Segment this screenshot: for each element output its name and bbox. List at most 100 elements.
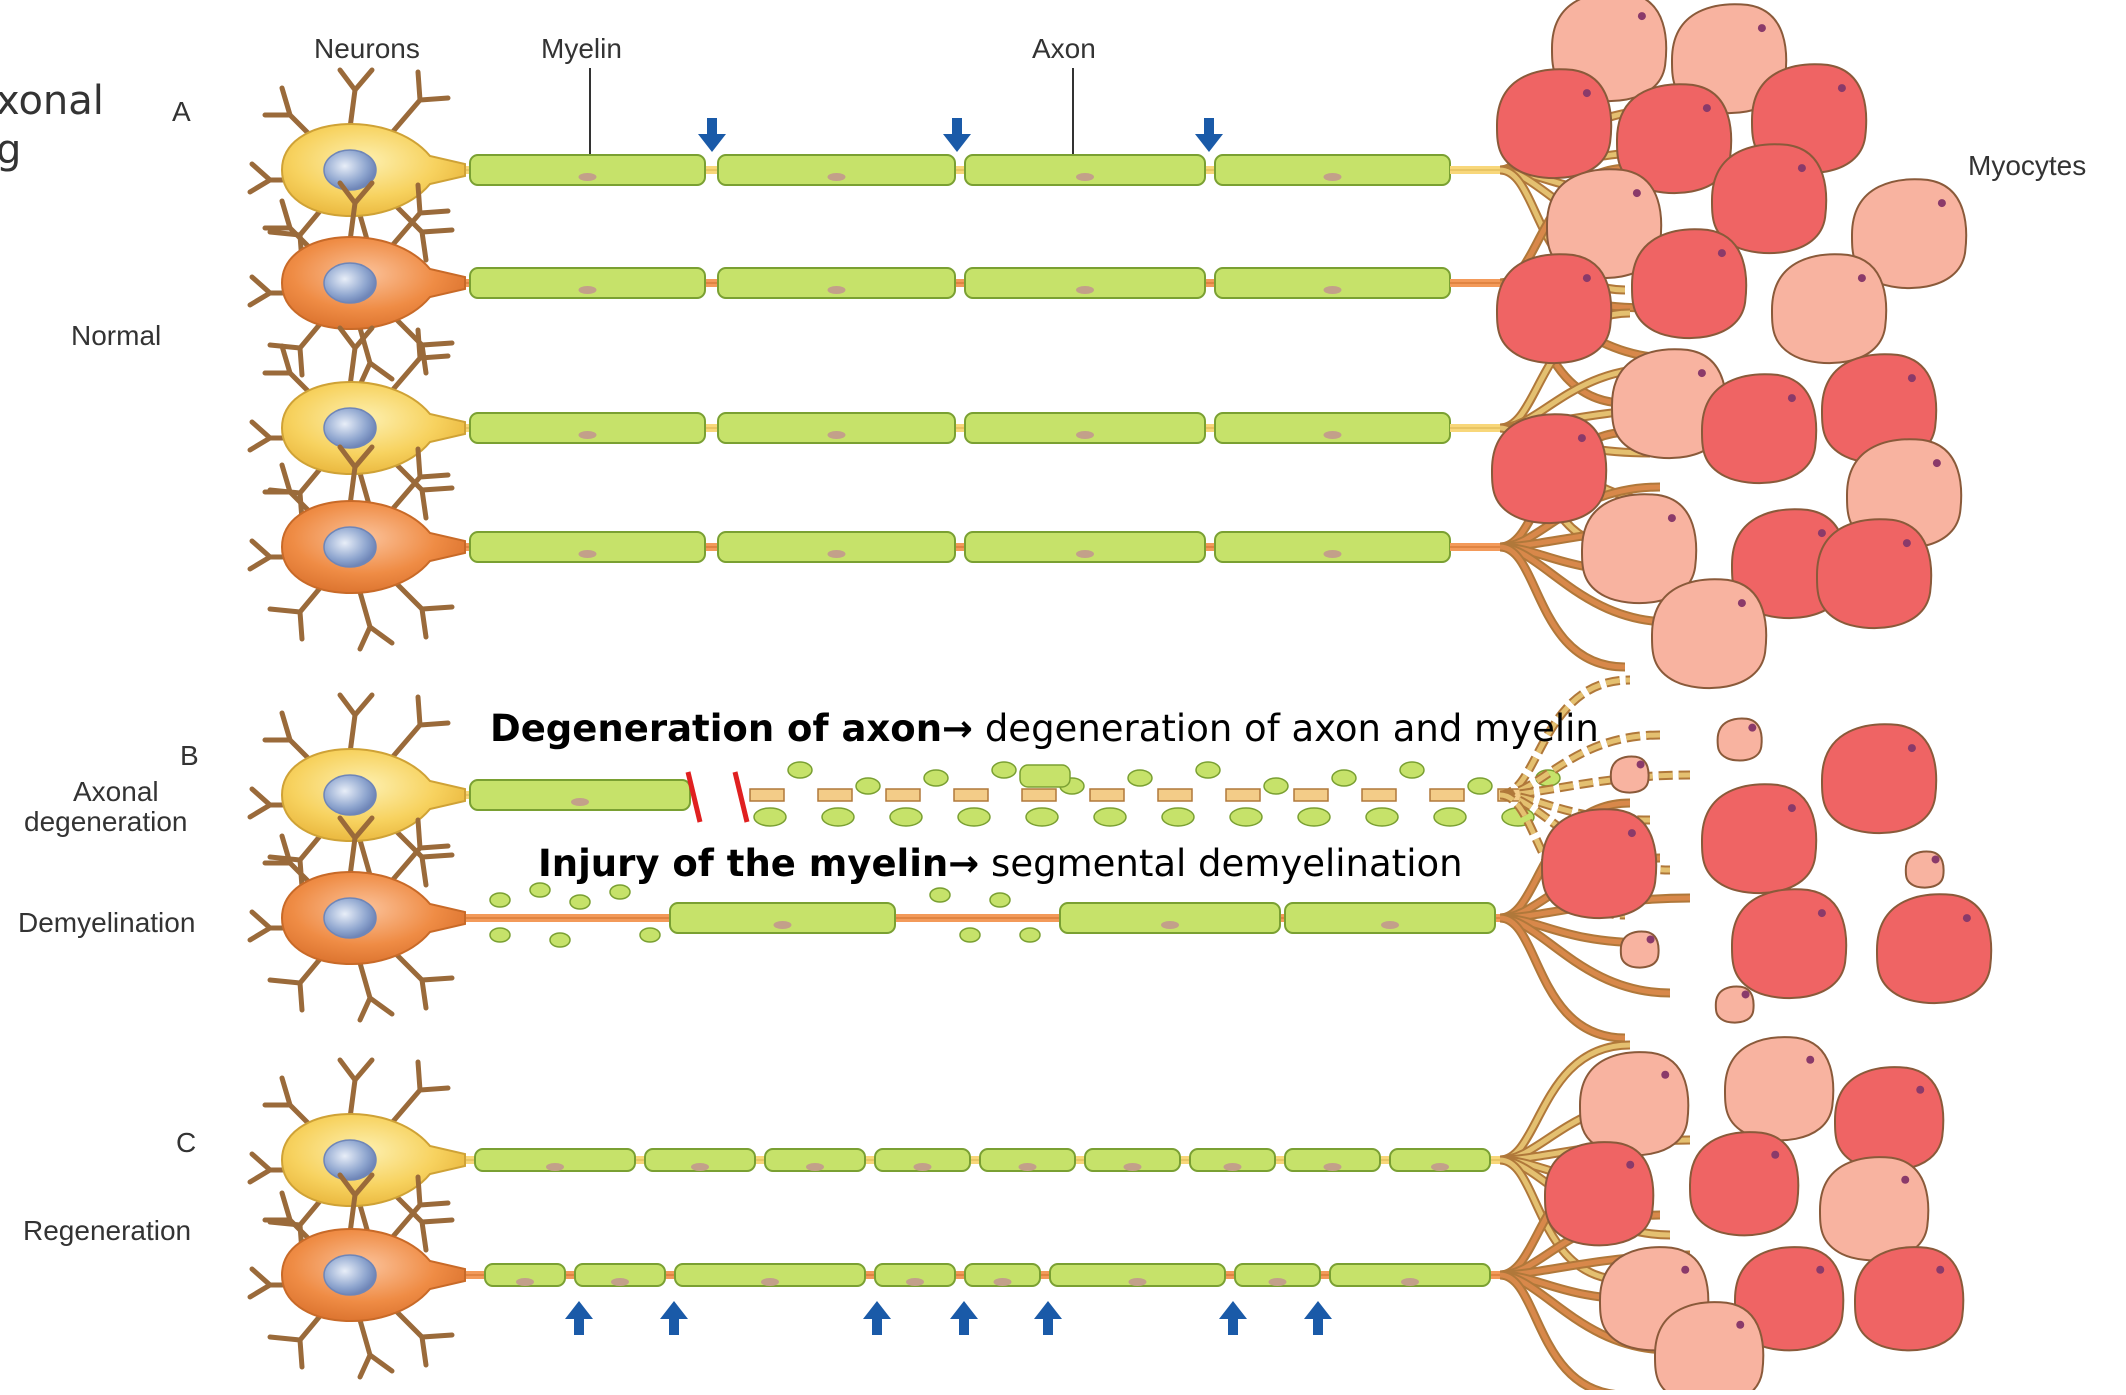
label-neurons: Neurons [314, 33, 420, 64]
caption-injury-bold: Injury of the myelin [538, 842, 948, 885]
myocyte-nucleus [1748, 724, 1756, 732]
schwann-nucleus [579, 173, 597, 181]
myocyte-nucleus [1698, 369, 1706, 377]
up-arrow-icon [863, 1301, 891, 1335]
dendrite [252, 912, 270, 928]
axon-fragment [1430, 789, 1464, 801]
myocyte-nucleus [1633, 189, 1641, 197]
myocyte-groups [1492, 0, 1991, 1390]
schwann-nucleus [828, 550, 846, 558]
myocyte-nucleus [1661, 1071, 1669, 1079]
myocyte-nucleus [1637, 760, 1645, 768]
schwann-nucleus [1019, 1163, 1037, 1171]
myocyte-nucleus [1806, 1056, 1814, 1064]
schwann-nucleus [1431, 1163, 1449, 1171]
myocyte [1690, 1132, 1798, 1235]
arrow-head [950, 1301, 978, 1319]
myocyte-nucleus [1932, 855, 1940, 863]
schwann-nucleus [994, 1278, 1012, 1286]
schwann-nucleus [914, 1163, 932, 1171]
myocyte-nucleus [1858, 274, 1866, 282]
axon-fragment [750, 789, 784, 801]
myocyte-nucleus [1626, 1161, 1634, 1169]
myocyte [1817, 519, 1931, 628]
label-myocytes: Myocytes [1968, 150, 2086, 181]
schwann-nucleus [806, 1163, 824, 1171]
myocyte-nucleus [1758, 24, 1766, 32]
myocyte-nucleus [1738, 599, 1746, 607]
dendrite [340, 1060, 355, 1118]
myocyte-nucleus [1583, 89, 1591, 97]
myocyte-nucleus [1668, 514, 1676, 522]
arrow-shaft [574, 1317, 584, 1335]
myelin-debris [1162, 808, 1194, 826]
myelin-debris [1400, 762, 1424, 778]
axon-fragment [1090, 789, 1124, 801]
myelin-debris [490, 893, 510, 907]
myelin-debris [1196, 762, 1220, 778]
caption-injury-arrow: → [948, 842, 979, 885]
myocyte-nucleus [1583, 274, 1591, 282]
up-arrow-icon [660, 1301, 688, 1335]
dendrite [422, 1337, 426, 1365]
schwann-nucleus [579, 431, 597, 439]
myocyte [1835, 1067, 1943, 1170]
myocyte-nucleus [1628, 829, 1636, 837]
arrow-shaft [1204, 118, 1214, 136]
arrow-shaft [959, 1317, 969, 1335]
arrow-head [1034, 1301, 1062, 1319]
schwann-nucleus [761, 1278, 779, 1286]
dendrite [300, 1340, 302, 1367]
up-arrow-icon [1304, 1301, 1332, 1335]
myocyte-nucleus [1963, 914, 1971, 922]
dendrite [418, 820, 420, 848]
panel-a-letter: A [172, 96, 191, 127]
myocyte-nucleus [1638, 12, 1646, 20]
schwann-nucleus [546, 1163, 564, 1171]
up-arrow-icon [950, 1301, 978, 1335]
schwann-nucleus [1076, 431, 1094, 439]
dendrite [360, 963, 370, 1020]
myelin-debris [570, 895, 590, 909]
myelin-debris [1020, 928, 1040, 942]
myocyte [1497, 69, 1611, 178]
myelin-debris [992, 762, 1016, 778]
neuron [250, 818, 465, 1020]
myocyte-nucleus [1938, 199, 1946, 207]
dendrite [422, 1222, 426, 1250]
dendrite [418, 697, 420, 725]
caption-degeneration-bold: Degeneration of axon [490, 707, 942, 750]
dendrite [252, 422, 270, 438]
up-arrow-icon [565, 1301, 593, 1335]
myocyte-nucleus [1771, 1151, 1779, 1159]
schwann-nucleus [1324, 550, 1342, 558]
dendrite [395, 1310, 452, 1337]
myelin-debris [490, 928, 510, 942]
dendrite [370, 363, 392, 379]
myocyte [1855, 1247, 1963, 1350]
myelin-debris [530, 883, 550, 897]
myocyte-nucleus [1742, 990, 1750, 998]
myocyte-nucleus [1908, 744, 1916, 752]
fiber-normal [250, 432, 1690, 667]
arrow-head [863, 1301, 891, 1319]
arrow-shaft [872, 1317, 882, 1335]
myelin-debris [788, 762, 812, 778]
myelin-debris [754, 808, 786, 826]
myocyte-nucleus [1818, 529, 1826, 537]
caption-injury: Injury of the myelin→ segmental demyelin… [538, 842, 1463, 885]
schwann-nucleus [516, 1278, 534, 1286]
dendrite [282, 88, 290, 115]
myocyte [1732, 889, 1846, 998]
fiber-normal [250, 55, 1690, 290]
myelin-debris [1094, 808, 1126, 826]
myocyte [1822, 724, 1936, 833]
dendrite [418, 72, 420, 100]
panel-b-name-line1: Axonal [73, 776, 159, 807]
arrow-head [565, 1301, 593, 1319]
neuron [250, 447, 465, 649]
schwann-nucleus [828, 431, 846, 439]
dendrite [355, 70, 372, 90]
myelin-debris [1264, 778, 1288, 794]
myocyte-nucleus [1933, 459, 1941, 467]
